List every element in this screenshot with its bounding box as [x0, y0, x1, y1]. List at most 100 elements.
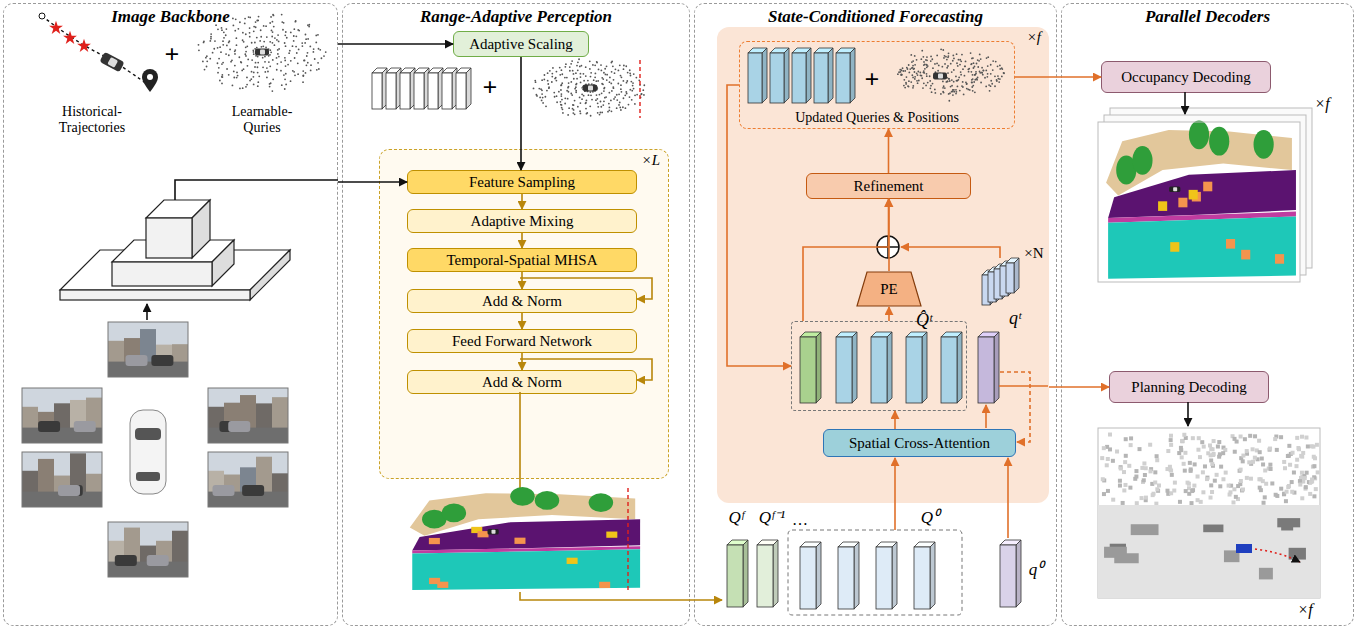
query-point — [545, 105, 547, 107]
query-point — [605, 96, 607, 98]
query-point — [257, 56, 259, 58]
road — [22, 428, 102, 443]
query-point — [971, 82, 973, 84]
ego-car-window — [492, 530, 496, 534]
query-point — [249, 32, 251, 34]
building — [108, 341, 124, 363]
query-point — [927, 65, 929, 67]
map-cell — [1108, 433, 1112, 437]
query-point — [270, 82, 272, 84]
map-cell — [1263, 495, 1267, 499]
query-point — [255, 21, 257, 23]
query-point — [990, 80, 992, 82]
query-point — [599, 114, 601, 116]
leader-line — [1184, 92, 1186, 114]
map-cell — [1218, 452, 1222, 456]
query-point — [570, 81, 572, 83]
sky — [208, 452, 288, 507]
vehicle — [61, 485, 83, 496]
query-point — [625, 65, 627, 67]
shape — [428, 68, 443, 73]
query-point — [916, 80, 918, 82]
map-cell — [1288, 463, 1292, 467]
query-point — [579, 97, 581, 99]
map-cell — [1150, 482, 1154, 486]
query-point — [272, 21, 274, 23]
query-point — [217, 47, 219, 49]
shape — [838, 542, 859, 547]
label-text: + — [865, 65, 880, 94]
query-point — [314, 58, 316, 60]
query-point — [249, 80, 251, 82]
query-point — [912, 67, 914, 69]
building — [272, 397, 288, 429]
query-point — [640, 93, 642, 95]
query-point — [596, 94, 598, 96]
vehicle-cell — [437, 582, 448, 588]
query-point — [269, 86, 271, 88]
map-cell — [1233, 437, 1237, 441]
leader-line — [175, 180, 338, 200]
query-point — [606, 74, 608, 76]
map-cell — [1219, 465, 1223, 469]
map-cell — [1169, 469, 1173, 473]
query-point — [262, 66, 264, 68]
label-text: ×f — [1297, 601, 1312, 618]
camera-image — [22, 452, 102, 507]
query-point — [973, 67, 975, 69]
label-text: ×f — [1314, 95, 1329, 112]
ego-car — [933, 73, 947, 80]
map-cell — [1249, 462, 1253, 466]
label-slot: qᵗ — [1000, 308, 1030, 329]
query-point — [951, 85, 953, 87]
shape — [60, 250, 290, 290]
query-point — [263, 41, 265, 43]
query-point — [981, 71, 983, 73]
query-point — [947, 80, 949, 82]
query-point — [576, 78, 578, 80]
query-point — [585, 102, 587, 104]
query-point — [967, 89, 969, 91]
query-point — [251, 71, 253, 73]
query-point — [912, 85, 914, 87]
query-point — [556, 71, 558, 73]
query-point — [583, 95, 585, 97]
map-cell — [1284, 499, 1288, 503]
map-cell — [1123, 483, 1127, 487]
query-point — [307, 24, 309, 26]
query-point — [980, 82, 982, 84]
query-point — [964, 65, 966, 67]
query-point — [234, 49, 236, 51]
query-point — [903, 85, 905, 87]
label-text: Historical- Trajectories — [59, 104, 125, 135]
query-point — [539, 97, 541, 99]
query-point — [929, 80, 931, 82]
query-point — [948, 78, 950, 80]
ego-car-window — [260, 50, 265, 55]
query-point — [959, 59, 961, 61]
vehicle — [242, 485, 264, 496]
query-point — [293, 40, 295, 42]
query-point — [228, 42, 230, 44]
query-point — [947, 81, 949, 83]
query-point — [976, 78, 978, 80]
query-point — [981, 72, 983, 74]
map-cell — [1245, 449, 1249, 453]
query-point — [603, 88, 605, 90]
query-point — [222, 40, 224, 42]
map-cell — [1239, 456, 1243, 460]
map-cell — [1143, 473, 1147, 477]
query-point — [595, 99, 597, 101]
map-cell — [1261, 462, 1265, 466]
query-point — [561, 84, 563, 86]
shape — [438, 68, 443, 109]
query-point — [564, 77, 566, 79]
query-point — [533, 88, 535, 90]
map-cell — [1241, 454, 1245, 458]
vehicle — [219, 421, 241, 432]
map-cell — [1169, 438, 1173, 442]
query-point — [979, 71, 981, 73]
forecast-loop-region: ×fUpdated Queries & PositionsRefinementP… — [717, 27, 1049, 503]
query-point — [973, 81, 975, 83]
